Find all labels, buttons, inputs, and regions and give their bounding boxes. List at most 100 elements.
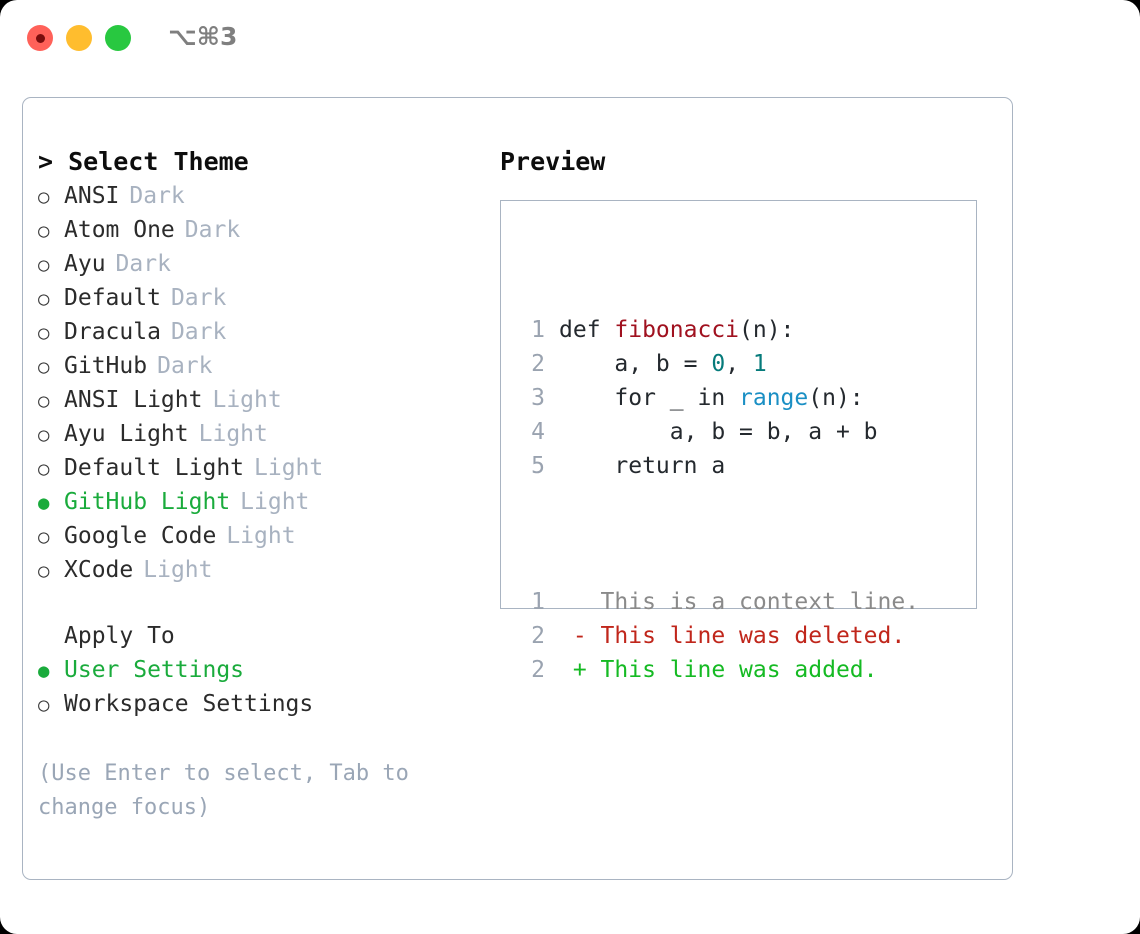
- line-number: 1: [531, 589, 545, 615]
- line-number: 2: [531, 623, 545, 649]
- theme-type-tag: Light: [143, 557, 213, 583]
- apply-to-list[interactable]: ●User Settings ○ Workspace Settings: [38, 653, 478, 721]
- line-number: 2: [531, 351, 545, 377]
- apply-to-label: Workspace Settings: [64, 691, 314, 717]
- code-token-plain: ,: [725, 351, 753, 377]
- apply-to-heading-row: ○ Apply To: [38, 619, 478, 653]
- radio-unselected-icon: ○: [38, 694, 50, 716]
- code-text: return a: [559, 449, 725, 483]
- theme-list-item[interactable]: ○ Ayu Dark: [38, 247, 478, 281]
- theme-list-item[interactable]: ● GitHub Light Light: [38, 485, 478, 519]
- theme-name: Google Code: [64, 523, 217, 549]
- preview-heading: Preview: [500, 147, 606, 176]
- code-token-call: range: [739, 385, 809, 411]
- theme-list-item[interactable]: ○ Atom One Dark: [38, 213, 478, 247]
- theme-name: ANSI: [64, 183, 120, 209]
- code-token-num: 1: [752, 351, 767, 377]
- theme-list-item[interactable]: ○ XCode Light: [38, 553, 478, 587]
- radio-unselected-icon: ○: [38, 186, 50, 208]
- theme-name: Atom One: [64, 217, 175, 243]
- theme-list-item[interactable]: ○ ANSI Light Light: [38, 383, 478, 417]
- apply-to-item[interactable]: ●User Settings: [38, 653, 478, 687]
- diff-line: 2 - This line was deleted.: [513, 619, 919, 653]
- diff-text-context: This is a context line.: [559, 589, 920, 615]
- radio-unselected-icon: ○: [38, 356, 50, 378]
- diff-sample: 1 This is a context line.2 - This line w…: [513, 585, 919, 687]
- window-controls: [27, 25, 131, 51]
- theme-name: ANSI Light: [64, 387, 203, 413]
- theme-type-tag: Dark: [157, 353, 213, 379]
- code-line: 2 a, b = 0, 1: [513, 347, 919, 381]
- line-number: 3: [531, 385, 545, 411]
- radio-selected-icon: ●: [38, 492, 50, 514]
- code-text: a, b = b, a + b: [559, 415, 878, 449]
- code-token-plain: return a: [559, 453, 726, 479]
- line-number: 1: [531, 317, 545, 343]
- code-token-plain: (n):: [808, 385, 864, 411]
- radio-unselected-icon: ○: [38, 560, 50, 582]
- diff-text-added: + This line was added.: [559, 657, 878, 683]
- theme-type-tag: Dark: [129, 183, 185, 209]
- theme-name: Ayu Light: [64, 421, 189, 447]
- code-token-fn: fibonacci: [614, 317, 740, 343]
- line-number: 5: [531, 453, 545, 479]
- line-number: 4: [531, 419, 545, 445]
- code-token-plain: a, b =: [559, 351, 712, 377]
- radio-unselected-icon: ○: [38, 526, 50, 548]
- theme-type-tag: Light: [212, 387, 282, 413]
- theme-type-tag: Light: [226, 523, 296, 549]
- diff-text-deleted: - This line was deleted.: [559, 623, 906, 649]
- theme-type-tag: Dark: [170, 285, 227, 311]
- theme-name: XCode: [64, 557, 134, 583]
- radio-unselected-icon: ○: [38, 424, 50, 446]
- diff-line: 1 This is a context line.: [513, 585, 919, 619]
- radio-unselected-icon: ○: [38, 220, 50, 242]
- code-token-num: 0: [711, 351, 726, 377]
- radio-unselected-icon: ○: [38, 322, 50, 344]
- code-line: 5 return a: [513, 449, 919, 483]
- maximize-button[interactable]: [105, 25, 131, 51]
- keyboard-hint: (Use Enter to select, Tab to change focu…: [38, 761, 409, 820]
- theme-type-tag: Light: [198, 421, 268, 447]
- title-bar: ⌥⌘3: [0, 0, 1140, 78]
- line-number: 2: [531, 657, 545, 683]
- code-text: for _ in range(n):: [559, 381, 864, 415]
- theme-list-item[interactable]: ○ ANSI Dark: [38, 179, 478, 213]
- code-line: 4 a, b = b, a + b: [513, 415, 919, 449]
- theme-name: Dracula: [64, 319, 161, 345]
- theme-name: Ayu: [64, 251, 106, 277]
- theme-name: GitHub Light: [64, 489, 231, 515]
- theme-type-tag: Dark: [184, 217, 241, 243]
- close-button[interactable]: [27, 25, 53, 51]
- radio-unselected-icon: ○: [38, 390, 50, 412]
- keyboard-shortcut-label: ⌥⌘3: [168, 22, 238, 51]
- minimize-button[interactable]: [66, 25, 92, 51]
- theme-type-tag: Light: [254, 455, 324, 481]
- apply-to-heading: Apply To: [64, 623, 175, 649]
- code-token-plain: def: [559, 317, 615, 343]
- theme-list-item[interactable]: ○ Ayu Light Light: [38, 417, 478, 451]
- theme-type-tag: Dark: [115, 251, 171, 277]
- code-token-plain: a, b = b, a + b: [559, 419, 878, 445]
- radio-unselected-icon: ○: [38, 288, 50, 310]
- apply-to-label: User Settings: [64, 657, 245, 683]
- radio-unselected-icon: ○: [38, 254, 50, 276]
- diff-line: 2 + This line was added.: [513, 653, 919, 687]
- theme-list-item[interactable]: ○ Google Code Light: [38, 519, 478, 553]
- theme-type-tag: Light: [240, 489, 310, 515]
- code-line: 3 for _ in range(n):: [513, 381, 919, 415]
- apply-to-item[interactable]: ○ Workspace Settings: [38, 687, 478, 721]
- spacer-marker: ○: [38, 620, 64, 654]
- code-token-plain: for _ in: [559, 385, 740, 411]
